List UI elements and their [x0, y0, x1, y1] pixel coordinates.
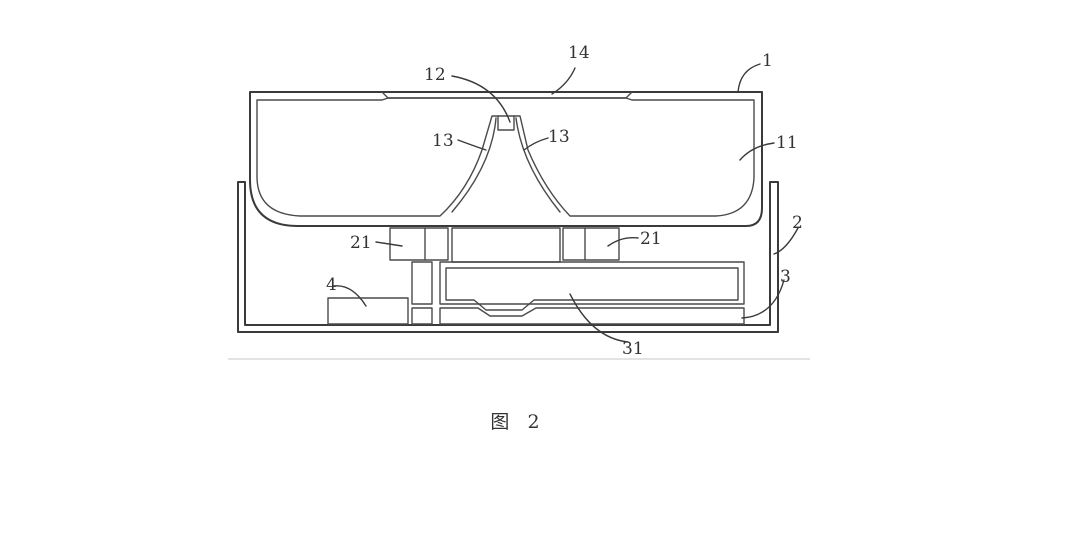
inner-chamber	[439, 261, 745, 325]
top-frame	[249, 91, 763, 227]
label-3: 3	[780, 267, 791, 287]
reference-labels: 14 12 1 13 13 11 21 21 2 4 3 31	[326, 43, 803, 359]
label-14: 14	[568, 43, 590, 63]
leader-21-left	[375, 241, 403, 247]
leader-13-left	[457, 139, 487, 151]
support-block-center	[451, 227, 561, 263]
leader-13-right	[523, 137, 549, 151]
leader-11	[739, 142, 775, 161]
label-31: 31	[622, 339, 644, 359]
label-13-left: 13	[432, 131, 454, 151]
leader-12	[451, 75, 511, 123]
support-block-right	[562, 227, 620, 261]
cone-tip	[497, 115, 515, 131]
leader-14	[551, 67, 576, 95]
support-column	[411, 261, 433, 325]
support-blocks	[389, 227, 620, 263]
leader-21-right	[607, 236, 639, 247]
leader-4	[333, 285, 367, 307]
leader-3	[741, 279, 785, 319]
base-housing	[237, 181, 779, 333]
label-12: 12	[424, 65, 446, 85]
label-4: 4	[326, 275, 337, 295]
label-1: 1	[762, 51, 773, 71]
side-box	[327, 297, 409, 325]
label-21-right: 21	[640, 229, 662, 249]
label-21-left: 21	[350, 233, 372, 253]
leader-31	[569, 293, 629, 343]
label-2: 2	[792, 213, 803, 233]
leader-1	[737, 63, 761, 93]
inner-tray	[256, 97, 755, 217]
leader-lines	[333, 63, 799, 343]
support-block-left	[389, 227, 449, 261]
cone-wall-right	[515, 117, 561, 213]
top-cover	[381, 91, 633, 99]
leader-2	[773, 227, 799, 255]
cone-wall-left	[451, 117, 497, 213]
label-13-right: 13	[548, 127, 570, 147]
figure-caption: 图 2	[490, 411, 545, 433]
label-11: 11	[776, 133, 798, 153]
